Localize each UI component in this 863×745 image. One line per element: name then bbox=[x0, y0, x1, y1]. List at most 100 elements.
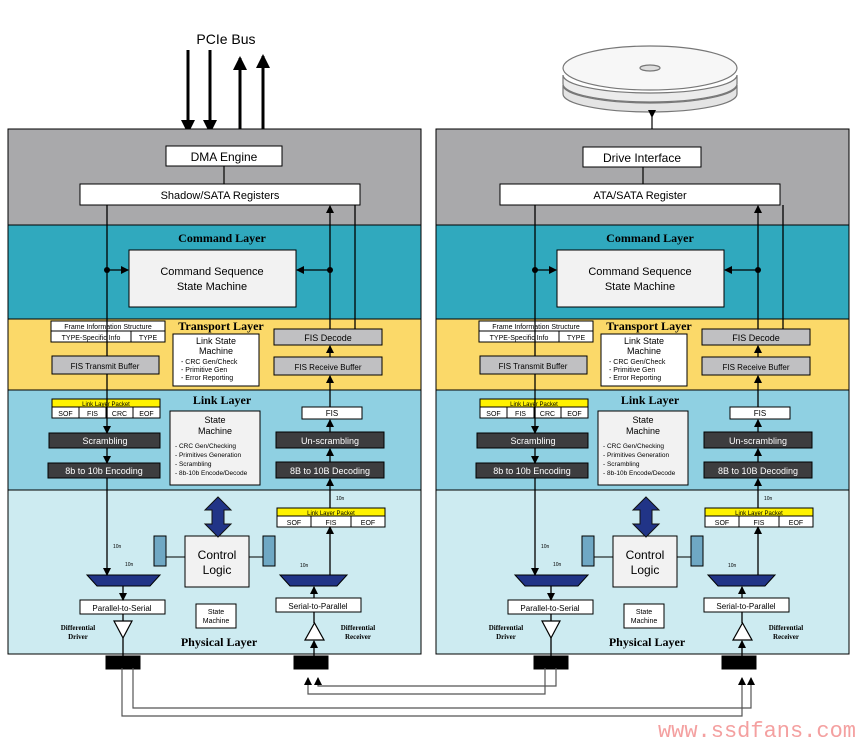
phy-packet-label: Link Layer Packet bbox=[307, 511, 355, 517]
link-packet-field: EOF bbox=[139, 411, 153, 418]
link-state-machine-box bbox=[169, 410, 261, 486]
parallel-to-serial-label: Parallel-to-Serial bbox=[520, 604, 579, 613]
tx-connector bbox=[533, 655, 569, 670]
fis-receive-buffer-label: FIS Receive Buffer bbox=[723, 363, 790, 372]
link-sm-line2: Machine bbox=[198, 426, 232, 436]
command-state-machine-box bbox=[556, 249, 725, 308]
type-label: TYPE bbox=[567, 335, 586, 342]
link-packet-field: SOF bbox=[58, 411, 72, 418]
phy-packet-label: Link Layer Packet bbox=[735, 511, 783, 517]
link-sm-line2: Machine bbox=[626, 426, 660, 436]
control-logic-box bbox=[612, 535, 678, 588]
lsm-item: - Primitive Gen bbox=[181, 367, 227, 374]
link-layer-title: Link Layer bbox=[621, 393, 680, 407]
phy-packet-field: EOF bbox=[789, 520, 803, 527]
driver-label-line2: Driver bbox=[68, 633, 88, 641]
pcie-bus-label: PCIe Bus bbox=[196, 31, 255, 47]
receiver-label-line2: Receiver bbox=[345, 633, 371, 641]
link-packet-field: SOF bbox=[486, 411, 500, 418]
unscrambling-label: Un-scrambling bbox=[301, 436, 359, 446]
type-label: TYPE bbox=[139, 335, 158, 342]
phy-packet-field: SOF bbox=[715, 520, 729, 527]
phy-packet-field: EOF bbox=[361, 520, 375, 527]
decoding-label: 8B to 10B Decoding bbox=[290, 466, 370, 476]
link-packet-field: EOF bbox=[567, 411, 581, 418]
registers-box bbox=[499, 183, 781, 206]
control-logic-line1: Control bbox=[198, 548, 237, 562]
decoding-label: 8B to 10B Decoding bbox=[718, 466, 798, 476]
tx-connector bbox=[105, 655, 141, 670]
phy-state-machine-box bbox=[623, 603, 665, 629]
fis-decode-label: FIS Decode bbox=[732, 333, 780, 343]
link-layer-title: Link Layer bbox=[193, 393, 252, 407]
registers-label: Shadow/SATA Registers bbox=[161, 190, 280, 202]
disk-platters-icon bbox=[562, 45, 738, 113]
command-layer-title: Command Layer bbox=[178, 231, 266, 245]
type-specific-label: TYPE-Specific Info bbox=[62, 335, 121, 342]
bus-width-label: 10n bbox=[336, 496, 345, 502]
bus-width-label: 10n bbox=[764, 496, 773, 502]
serial-to-parallel-label: Serial-to-Parallel bbox=[288, 602, 347, 611]
link-packet-field-box bbox=[560, 406, 589, 419]
link-sm-item: - 8b-10b Encode/Decode bbox=[175, 470, 248, 477]
watermark: www.ssdfans.com bbox=[658, 719, 856, 740]
control-arrow-icon bbox=[631, 496, 661, 538]
tx-mux-icon bbox=[85, 574, 162, 587]
fis-transmit-buffer-box bbox=[51, 355, 160, 375]
driver-label-line2: Driver bbox=[496, 633, 516, 641]
transport-layer-title: Transport Layer bbox=[606, 319, 692, 333]
registers-box bbox=[79, 183, 361, 206]
control-logic-box bbox=[184, 535, 250, 588]
fis-transmit-buffer-box bbox=[479, 355, 588, 375]
command-state-machine-box bbox=[128, 249, 297, 308]
link-fis-label: FIS bbox=[754, 409, 766, 418]
bus-width-label: 10n bbox=[125, 562, 134, 568]
lsm-item: - Primitive Gen bbox=[609, 367, 655, 374]
physical-layer-title: Physical Layer bbox=[181, 635, 258, 649]
command-sm-line2: State Machine bbox=[605, 281, 675, 293]
link-packet-field: CRC bbox=[540, 411, 555, 418]
lsm-line1: Link State bbox=[624, 336, 664, 346]
phy-packet-field-box bbox=[350, 515, 386, 528]
lsm-line2: Machine bbox=[199, 346, 233, 356]
lsm-item: - Error Reporting bbox=[609, 375, 661, 382]
phy-packet-field: FIS bbox=[754, 520, 765, 527]
registers-label: ATA/SATA Register bbox=[593, 190, 687, 202]
tx-register-icon bbox=[153, 535, 167, 567]
transport-layer-title: Transport Layer bbox=[178, 319, 264, 333]
rx-register-icon bbox=[262, 535, 276, 567]
encoding-label: 8b to 10b Encoding bbox=[493, 466, 571, 476]
phy-sm-line1: State bbox=[208, 609, 224, 616]
type-specific-label: TYPE-Specific Info bbox=[490, 335, 549, 342]
receiver-label-line1: Differential bbox=[341, 624, 376, 632]
physical-layer-title: Physical Layer bbox=[609, 635, 686, 649]
rx-register-icon bbox=[690, 535, 704, 567]
serial-to-parallel-label: Serial-to-Parallel bbox=[716, 602, 775, 611]
bus-width-label: 10n bbox=[113, 544, 122, 550]
command-layer-title: Command Layer bbox=[606, 231, 694, 245]
tx-mux-icon bbox=[513, 574, 590, 587]
command-sm-line2: State Machine bbox=[177, 281, 247, 293]
lsm-line1: Link State bbox=[196, 336, 236, 346]
link-sm-line1: State bbox=[632, 415, 653, 425]
parallel-to-serial-label: Parallel-to-Serial bbox=[92, 604, 151, 613]
type-box bbox=[130, 330, 166, 343]
phy-sm-line2: Machine bbox=[203, 618, 230, 625]
drive-interface-box bbox=[582, 146, 702, 168]
command-sm-line1: Command Sequence bbox=[588, 266, 691, 278]
fis-structure-label: Frame Information Structure bbox=[492, 324, 580, 331]
phy-sm-line1: State bbox=[636, 609, 652, 616]
link-state-machine-box bbox=[600, 333, 688, 387]
link-sm-item: - CRC Gen/Checking bbox=[175, 443, 236, 450]
link-sm-item: - Primitives Generation bbox=[175, 452, 241, 459]
lsm-item: - Error Reporting bbox=[181, 375, 233, 382]
lsm-line2: Machine bbox=[627, 346, 661, 356]
link-packet-field-box bbox=[132, 406, 161, 419]
link-state-machine-box bbox=[597, 410, 689, 486]
phy-packet-field: FIS bbox=[326, 520, 337, 527]
link-packet-field: FIS bbox=[87, 411, 98, 418]
driver-label-line1: Differential bbox=[61, 624, 96, 632]
